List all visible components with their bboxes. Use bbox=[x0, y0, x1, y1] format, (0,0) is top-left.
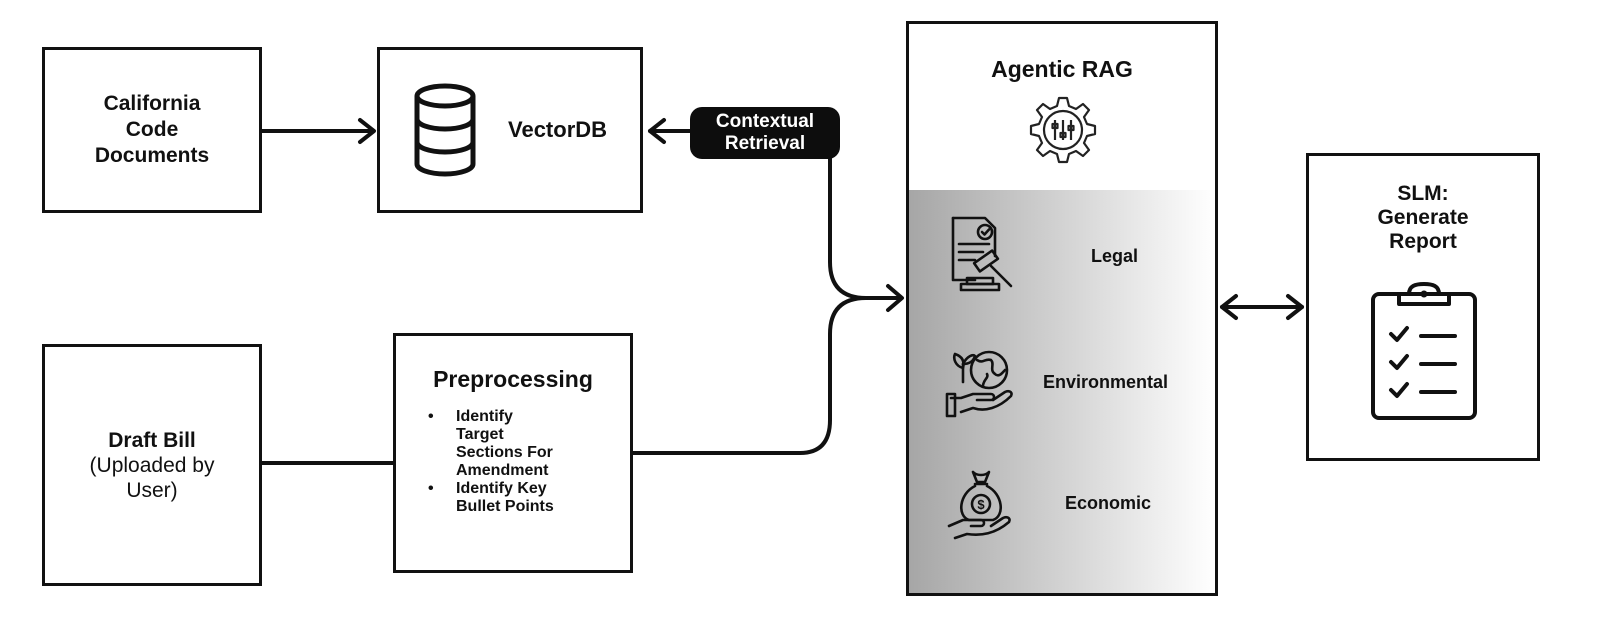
agent-label-economic: Economic bbox=[1065, 493, 1152, 513]
bullet-line: Identify Key bbox=[456, 480, 547, 497]
arrowhead-icon bbox=[1286, 294, 1304, 320]
svg-text:$: $ bbox=[977, 497, 985, 512]
vectordb-box: VectorDB bbox=[377, 47, 643, 213]
bullet-line: Target bbox=[456, 426, 504, 443]
globe-plant-hand-icon bbox=[945, 350, 1013, 418]
legal-document-gavel-icon bbox=[951, 216, 1013, 292]
clipboard-checklist-icon bbox=[1371, 282, 1477, 420]
agent-label-legal: Legal bbox=[1091, 246, 1139, 266]
slm-title-line: Generate bbox=[1377, 206, 1469, 229]
draft-bill-subtitle: (Uploaded by bbox=[89, 453, 215, 477]
california-code-line: Documents bbox=[94, 144, 210, 167]
draft-bill-box: Draft Bill (Uploaded by User) bbox=[42, 344, 262, 586]
preprocessing-title: Preprocessing bbox=[433, 366, 593, 392]
preprocessing-to-rag-line bbox=[631, 296, 868, 455]
agentic-rag-box: Agentic RAG Legal bbox=[906, 21, 1218, 596]
slm-title-line: Report bbox=[1389, 230, 1457, 253]
agents-panel bbox=[909, 190, 1215, 593]
slm-title-line: SLM: bbox=[1397, 182, 1449, 205]
bullet-line: Sections For bbox=[456, 444, 553, 461]
arrowhead-icon bbox=[886, 284, 904, 312]
database-icon bbox=[414, 83, 476, 177]
contextual-retrieval-line: Contextual bbox=[715, 111, 815, 132]
draft-bill-subtitle: User) bbox=[126, 478, 178, 502]
money-bag-hand-icon: $ bbox=[947, 470, 1011, 540]
arrowhead-icon bbox=[358, 118, 376, 144]
bullet-line: Amendment bbox=[456, 462, 549, 479]
bullet-line: Bullet Points bbox=[456, 498, 554, 515]
california-code-line: California bbox=[103, 92, 201, 115]
arrowhead-icon bbox=[648, 118, 666, 144]
arrowhead-icon bbox=[1220, 294, 1238, 320]
slm-title: SLM: Generate Report bbox=[1309, 182, 1537, 254]
bullet-line: Identify bbox=[456, 408, 513, 425]
draft-bill-title: Draft Bill bbox=[108, 428, 196, 452]
slm-box: SLM: Generate Report bbox=[1306, 153, 1540, 461]
contextual-retrieval-badge: Contextual Retrieval bbox=[690, 107, 840, 159]
retrieval-to-rag-line bbox=[828, 138, 902, 300]
california-code-line: Code bbox=[125, 118, 179, 141]
california-code-box: California Code Documents bbox=[42, 47, 262, 213]
agent-label-environmental: Environmental bbox=[1043, 372, 1169, 392]
preprocessing-box: Preprocessing • Identify Target Sections… bbox=[393, 333, 633, 573]
contextual-retrieval-line: Retrieval bbox=[724, 133, 806, 154]
agentic-rag-title: Agentic RAG bbox=[991, 56, 1133, 82]
gear-sliders-icon bbox=[1029, 96, 1097, 164]
vectordb-label: VectorDB bbox=[508, 117, 608, 142]
